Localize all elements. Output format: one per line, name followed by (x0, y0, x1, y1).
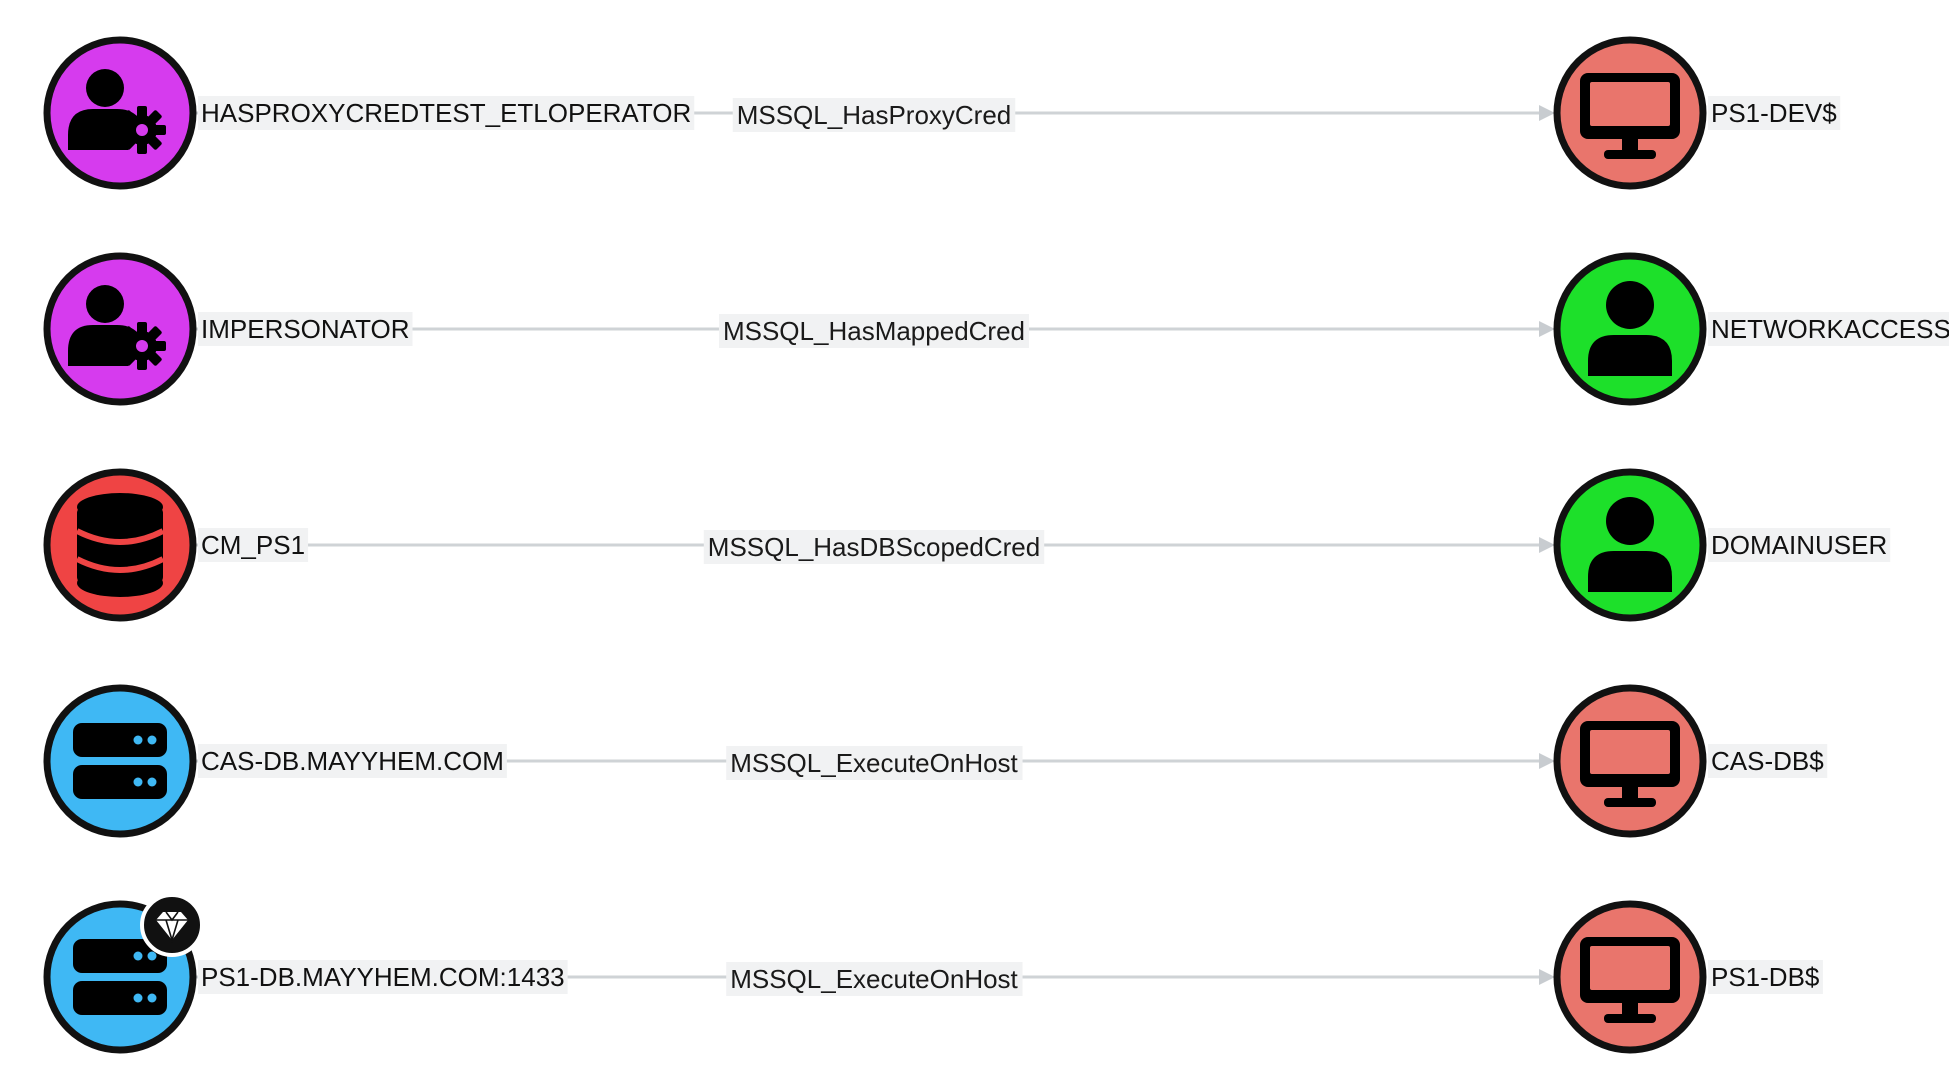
graph-row: MSSQL_ExecuteOnHost (193, 746, 1555, 780)
source-label-background (198, 744, 507, 778)
source-label-background (198, 528, 309, 562)
target-label-background (1708, 744, 1828, 778)
graph-row: MSSQL_HasProxyCred (193, 98, 1555, 132)
user-icon (1588, 281, 1672, 376)
source-label[interactable]: CM_PS1 (201, 530, 305, 560)
edge-label[interactable]: MSSQL_ExecuteOnHost (730, 964, 1018, 994)
source-label[interactable]: HASPROXYCREDTEST_ETLOPERATOR (201, 98, 691, 128)
target-node[interactable] (1553, 36, 1707, 190)
edge-label-background (726, 746, 1023, 780)
user-gear-icon (68, 69, 166, 154)
server-icon (73, 723, 167, 799)
target-label[interactable]: CAS-DB$ (1711, 746, 1824, 776)
source-node[interactable] (43, 36, 197, 190)
target-label-background (1708, 960, 1823, 994)
source-label-background (198, 960, 568, 994)
edge-arrowhead (1539, 321, 1555, 337)
target-node[interactable] (1553, 252, 1707, 406)
graph-row: MSSQL_ExecuteOnHost (193, 962, 1555, 996)
source-label[interactable]: IMPERSONATOR (201, 314, 410, 344)
edge-label-background (703, 530, 1045, 564)
desktop-icon (1580, 73, 1680, 159)
target-label[interactable]: PS1-DEV$ (1711, 98, 1837, 128)
target-label[interactable]: DOMAINUSER (1711, 530, 1887, 560)
edge-label-background (718, 314, 1030, 348)
graph-row: MSSQL_HasDBScopedCred (193, 530, 1555, 564)
edge-arrowhead (1539, 969, 1555, 985)
source-node-circle[interactable] (43, 684, 197, 838)
source-label[interactable]: PS1-DB.MAYYHEM.COM:1433 (201, 962, 565, 992)
user-icon (1588, 497, 1672, 592)
edge-label[interactable]: MSSQL_ExecuteOnHost (730, 748, 1018, 778)
source-node[interactable] (43, 893, 204, 1054)
source-node[interactable] (43, 684, 197, 838)
target-label-background (1708, 96, 1841, 130)
server-icon (73, 939, 167, 1015)
target-label-background (1708, 528, 1891, 562)
desktop-icon (1580, 721, 1680, 807)
edge-label[interactable]: MSSQL_HasDBScopedCred (708, 532, 1040, 562)
edge-arrowhead (1539, 537, 1555, 553)
edge-label-background (732, 98, 1016, 132)
graph-row: MSSQL_HasMappedCred (193, 314, 1555, 348)
target-label-background (1708, 312, 1949, 346)
edge-label-background (726, 962, 1023, 996)
badge-gem-icon (140, 893, 204, 957)
source-node[interactable] (43, 468, 197, 622)
edge-arrowhead (1539, 105, 1555, 121)
desktop-icon (1580, 937, 1680, 1023)
target-label[interactable]: NETWORKACCESS (1711, 314, 1949, 344)
source-node[interactable] (43, 252, 197, 406)
source-label-background (198, 312, 413, 346)
database-icon (75, 493, 165, 597)
source-label-background (198, 96, 695, 130)
edge-arrowhead (1539, 753, 1555, 769)
edge-label[interactable]: MSSQL_HasMappedCred (723, 316, 1025, 346)
user-gear-icon (68, 285, 166, 370)
source-label[interactable]: CAS-DB.MAYYHEM.COM (201, 746, 504, 776)
target-node[interactable] (1553, 684, 1707, 838)
target-node[interactable] (1553, 900, 1707, 1054)
target-node[interactable] (1553, 468, 1707, 622)
edge-label[interactable]: MSSQL_HasProxyCred (737, 100, 1012, 130)
target-label[interactable]: PS1-DB$ (1711, 962, 1820, 992)
